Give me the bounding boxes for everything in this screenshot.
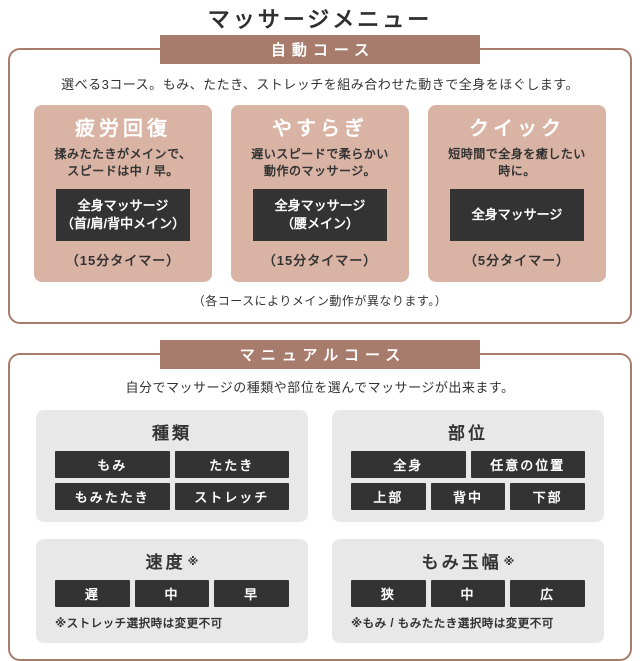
- option-slow[interactable]: 遅: [55, 580, 130, 607]
- option-full-body[interactable]: 全身: [351, 451, 466, 478]
- manual-course-description: 自分でマッサージの種類や部位を選んでマッサージが出来ます。: [125, 380, 515, 395]
- course-timer: （15分タイマー）: [262, 253, 378, 268]
- panel-speed: 速度※ 遅 中 早 ※ストレッチ選択時は変更不可: [36, 539, 308, 643]
- panel-title: 部位: [448, 424, 488, 443]
- course-timer: （5分タイマー）: [463, 253, 571, 268]
- course-mode-label: 全身マッサージ （首/肩/背中メイン）: [56, 189, 190, 241]
- option-row: もみたたき ストレッチ: [55, 483, 289, 510]
- option-narrow[interactable]: 狭: [351, 580, 426, 607]
- option-any-position[interactable]: 任意の位置: [470, 451, 585, 478]
- speed-note: ※ストレッチ選択時は変更不可: [55, 618, 223, 630]
- course-card-fatigue-recovery: 疲労回復 揉みたたきがメインで、スピードは中 / 早。 全身マッサージ （首/肩…: [34, 105, 212, 282]
- massage-menu-page: マッサージメニュー 自動コース 選べる3コース。もみ、たたき、ストレッチを組み合…: [8, 7, 632, 661]
- option-momi[interactable]: もみ: [55, 451, 170, 478]
- manual-panels-grid: 種類 もみ たたき もみたたき ストレッチ 部位 全身 任意の位置 上部: [10, 410, 630, 643]
- option-row: もみ たたき: [55, 451, 289, 478]
- auto-course-note: （各コースによりメイン動作が異なります。）: [192, 294, 448, 308]
- auto-course-section: 自動コース 選べる3コース。もみ、たたき、ストレッチを組み合わせた動きで全身をほ…: [8, 35, 632, 324]
- option-medium-width[interactable]: 中: [430, 580, 506, 607]
- course-mode-label: 全身マッサージ （腰メイン）: [253, 189, 387, 241]
- course-name: 疲労回復: [75, 118, 171, 140]
- option-back[interactable]: 背中: [430, 483, 506, 510]
- option-stretch[interactable]: ストレッチ: [174, 483, 289, 510]
- option-wide[interactable]: 広: [510, 580, 586, 607]
- option-fast[interactable]: 早: [214, 580, 290, 607]
- course-name: クイック: [469, 118, 565, 140]
- auto-course-header: 自動コース: [160, 35, 480, 64]
- option-row: 上部 背中 下部: [351, 483, 586, 510]
- asterisk-mark: ※: [187, 556, 199, 568]
- manual-course-header: マニュアルコース: [160, 340, 480, 369]
- option-upper[interactable]: 上部: [351, 483, 426, 510]
- course-cards-row: 疲労回復 揉みたたきがメインで、スピードは中 / 早。 全身マッサージ （首/肩…: [10, 105, 630, 282]
- course-description: 短時間で全身を癒したい時に。: [448, 147, 586, 178]
- course-name: やすらぎ: [272, 118, 368, 140]
- option-momitataki[interactable]: もみたたき: [55, 483, 170, 510]
- panel-massage-type: 種類 もみ たたき もみたたき ストレッチ: [36, 410, 308, 522]
- panel-title: 種類: [152, 424, 192, 443]
- panel-body-area: 部位 全身 任意の位置 上部 背中 下部: [332, 410, 604, 522]
- panel-title: もみ玉幅※: [421, 553, 515, 572]
- course-description: 遅いスピードで柔らかい動作のマッサージ。: [251, 147, 389, 178]
- course-timer: （15分タイマー）: [65, 253, 181, 268]
- option-row: 狭 中 広: [351, 580, 586, 607]
- course-card-relaxation: やすらぎ 遅いスピードで柔らかい動作のマッサージ。 全身マッサージ （腰メイン）…: [231, 105, 409, 282]
- option-tataki[interactable]: たたき: [174, 451, 289, 478]
- option-row: 全身 任意の位置: [351, 451, 585, 478]
- manual-course-section: マニュアルコース 自分でマッサージの種類や部位を選んでマッサージが出来ます。 種…: [8, 340, 632, 661]
- asterisk-mark: ※: [503, 556, 515, 568]
- panel-ball-width: もみ玉幅※ 狭 中 広 ※もみ / もみたたき選択時は変更不可: [332, 539, 604, 643]
- panel-title: 速度※: [145, 553, 199, 572]
- course-mode-label: 全身マッサージ: [450, 189, 584, 241]
- course-description: 揉みたたきがメインで、スピードは中 / 早。: [54, 147, 192, 178]
- auto-course-description: 選べる3コース。もみ、たたき、ストレッチを組み合わせた動きで全身をほぐします。: [61, 77, 579, 92]
- page-title: マッサージメニュー: [207, 7, 433, 32]
- option-lower[interactable]: 下部: [510, 483, 586, 510]
- course-card-quick: クイック 短時間で全身を癒したい時に。 全身マッサージ （5分タイマー）: [428, 105, 606, 282]
- ball-width-note: ※もみ / もみたたき選択時は変更不可: [351, 618, 554, 630]
- option-medium-speed[interactable]: 中: [134, 580, 210, 607]
- option-row: 遅 中 早: [55, 580, 290, 607]
